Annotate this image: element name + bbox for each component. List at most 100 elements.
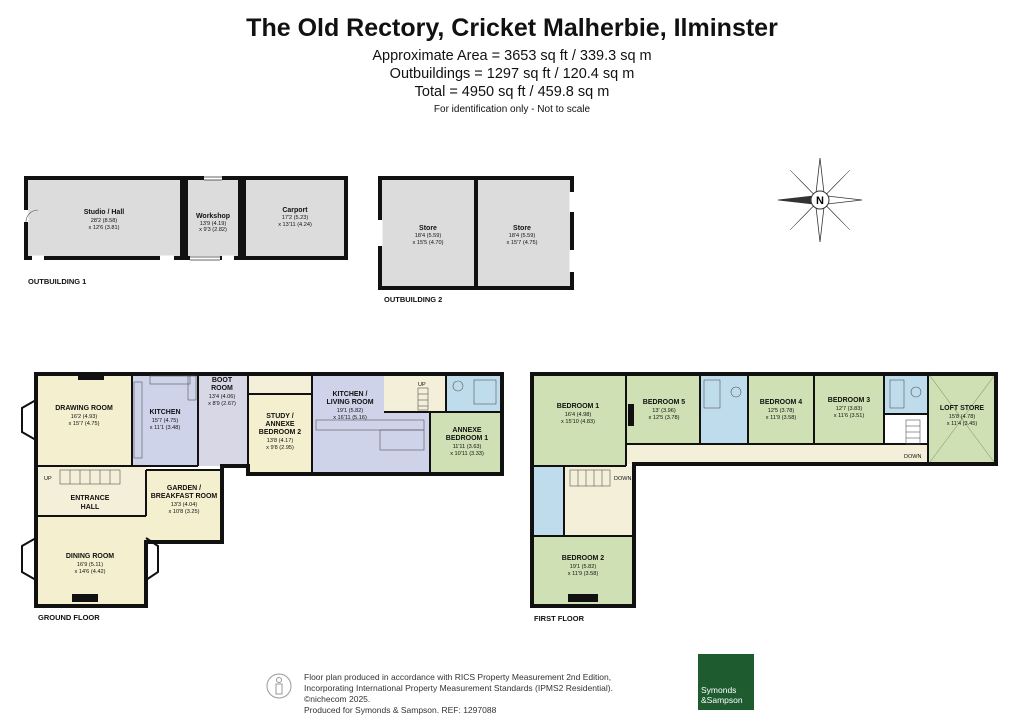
footer-line-1: Floor plan produced in accordance with R…	[304, 672, 612, 682]
carport-dim-2: x 13'11 (4.24)	[278, 222, 312, 228]
workshop-dim-2: x 9'3 (2.82)	[199, 227, 227, 233]
entrance-hall-name-1: ENTRANCE	[71, 495, 110, 502]
study-name-1: STUDY /	[266, 413, 294, 420]
bedroom-2-dim-1: 19'1 (5.82)	[570, 564, 597, 570]
bedroom-5-dim-2: x 12'5 (3.78)	[649, 415, 680, 421]
kitchen-living-dim-1: 19'1 (5.82)	[337, 408, 364, 414]
workshop-room	[184, 176, 242, 260]
carport-name: Carport	[282, 207, 308, 214]
first-floor-plan: BEDROOM 1 16'4 (4.98) x 15'10 (4.83) BED…	[530, 372, 998, 623]
brand-line-1: Symonds	[701, 685, 737, 695]
store-2-dim-1: 18'4 (5.59)	[509, 233, 536, 239]
bedroom-5-name: BEDROOM 5	[643, 399, 686, 406]
landing	[626, 444, 928, 464]
bedroom-1-name: BEDROOM 1	[557, 403, 600, 410]
outbuilding-1: Studio / Hall 28'2 (8.58) x 12'6 (3.81) …	[23, 176, 348, 286]
bedroom-4-dim-2: x 11'9 (3.58)	[766, 415, 797, 421]
ground-floor-plan: DRAWING ROOM 16'2 (4.93) x 15'7 (4.75) K…	[21, 372, 504, 622]
bedroom-3-dim-2: x 11'6 (3.51)	[834, 413, 865, 419]
drawing-room-dim-1: 16'2 (4.93)	[71, 414, 98, 420]
boot-room-name-1: BOOT	[212, 377, 233, 384]
ensuite-1	[532, 466, 564, 536]
annexe-stairs-up-label: UP	[418, 382, 426, 388]
rear-lobby	[248, 374, 312, 394]
compass-icon: N	[777, 157, 863, 243]
dining-room-dim-1: 16'9 (5.11)	[77, 562, 103, 568]
bedroom-3-dim-1: 12'7 (3.83)	[836, 406, 863, 412]
store-2-dim-2: x 15'7 (4.75)	[507, 240, 538, 246]
drawing-room-name: DRAWING ROOM	[55, 405, 113, 412]
store-room-2	[474, 176, 574, 290]
annexe-bed1-dim-1: 11'11 (3.63)	[453, 444, 482, 450]
bedroom-2-name: BEDROOM 2	[562, 555, 605, 562]
entrance-hall	[36, 466, 146, 516]
study-name-2: ANNEXE	[265, 421, 295, 428]
outbuilding-1-label: OUTBUILDING 1	[28, 277, 86, 286]
kitchen-dim-1: 15'7 (4.75)	[152, 418, 179, 424]
study-name-3: BEDROOM 2	[259, 429, 302, 436]
stair-landing	[564, 466, 634, 536]
store-1-dim-2: x 15'5 (4.70)	[413, 240, 444, 246]
store-2-name: Store	[513, 225, 531, 232]
carport-dim-1: 17'2 (5.23)	[282, 215, 309, 221]
bedroom-4-name: BEDROOM 4	[760, 399, 803, 406]
scale-note: For identification only - Not to scale	[433, 104, 591, 115]
loft-store-dim-2: x 11'4 (3.45)	[947, 421, 978, 427]
annexe-bed1-name-1: ANNEXE	[452, 427, 482, 434]
outbuilding-2: Store 18'4 (5.59) x 15'5 (4.70) Store 18…	[377, 176, 575, 304]
workshop-name: Workshop	[196, 213, 230, 220]
ensuite-bath	[700, 374, 748, 444]
nichecom-logo-icon	[266, 673, 292, 699]
boot-room	[198, 374, 248, 466]
garden-breakfast-room	[146, 470, 222, 542]
bedroom-1-dim-2: x 15'10 (4.83)	[561, 419, 595, 425]
kitchen-living-dim-2: x 16'11 (5.16)	[333, 415, 367, 421]
workshop-dim-1: 13'9 (4.19)	[200, 221, 227, 227]
outbuildings-area: Outbuildings = 1297 sq ft / 120.4 sq m	[389, 66, 635, 82]
bedroom-1-dim-1: 16'4 (4.98)	[565, 412, 592, 418]
garden-room-dim-2: x 10'8 (3.25)	[169, 509, 200, 515]
annexe-bedroom-1	[430, 412, 502, 474]
store-1-dim-1: 18'4 (5.59)	[415, 233, 442, 239]
dining-room-dim-2: x 14'6 (4.42)	[75, 569, 106, 575]
footer-line-2: Incorporating International Property Mea…	[304, 683, 613, 704]
garden-room-name-2: BREAKFAST ROOM	[151, 493, 218, 500]
ground-floor-label: GROUND FLOOR	[38, 613, 100, 622]
first-floor-label: FIRST FLOOR	[534, 614, 585, 623]
loft-stairs-down-label: DOWN	[904, 454, 921, 460]
loft-store-name: LOFT STORE	[940, 405, 985, 412]
annexe-bed1-name-2: BEDROOM 1	[446, 435, 489, 442]
kitchen-living-name-2: LIVING ROOM	[326, 399, 373, 406]
footer-line-3: Produced for Symonds & Sampson. REF: 129…	[304, 705, 497, 715]
annexe-bed1-dim-2: x 10'11 (3.33)	[450, 451, 484, 457]
outbuilding-2-label: OUTBUILDING 2	[384, 295, 442, 304]
drawing-room	[36, 374, 132, 466]
studio-dim-1: 28'2 (8.58)	[91, 218, 118, 224]
boot-room-dim-1: 13'4 (4.06)	[209, 394, 236, 400]
study-dim-1: 13'8 (4.17)	[267, 438, 294, 444]
bedroom-2-dim-2: x 11'9 (3.58)	[568, 571, 599, 577]
bedroom-4-dim-1: 12'5 (3.78)	[768, 408, 795, 414]
symonds-sampson-logo: Symonds &Sampson	[698, 654, 754, 710]
bedroom-3	[814, 374, 884, 444]
garden-room-dim-1: 13'3 (4.04)	[171, 502, 198, 508]
boot-room-name-2: ROOM	[211, 385, 233, 392]
studio-name: Studio / Hall	[84, 209, 125, 216]
compass-letter: N	[816, 195, 824, 207]
annexe-hall	[384, 374, 446, 412]
stairs-up-label: UP	[44, 476, 52, 482]
bedroom-5	[626, 374, 700, 444]
approximate-area: Approximate Area = 3653 sq ft / 339.3 sq…	[372, 48, 652, 64]
bedroom-3-name: BEDROOM 3	[828, 397, 871, 404]
brand-line-2: &Sampson	[701, 695, 743, 705]
boot-room-dim-2: x 8'9 (2.67)	[208, 401, 236, 407]
loft-store-dim-1: 15'8 (4.78)	[949, 414, 976, 420]
bedroom-5-dim-1: 13' (3.96)	[652, 408, 676, 414]
total-area: Total = 4950 sq ft / 459.8 sq m	[414, 84, 610, 100]
footer-credits: Floor plan produced in accordance with R…	[304, 672, 624, 716]
drawing-room-dim-2: x 15'7 (4.75)	[69, 421, 100, 427]
bedroom-1	[532, 374, 626, 466]
kitchen-name: KITCHEN	[149, 409, 180, 416]
kitchen-dim-2: x 11'1 (3.48)	[150, 425, 181, 431]
